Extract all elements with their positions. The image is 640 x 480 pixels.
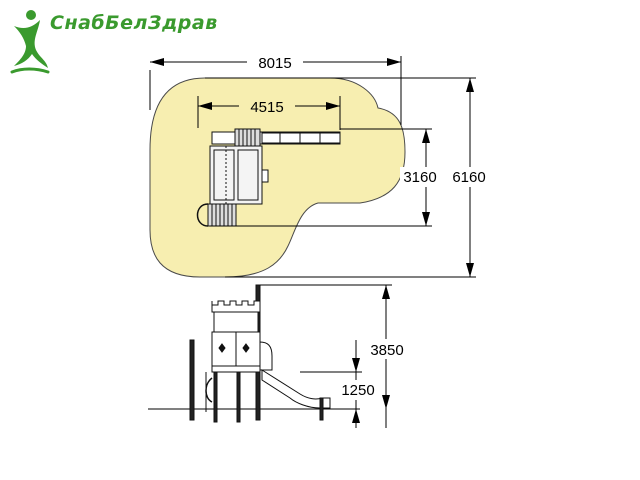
brand-name: СнабБелЗдрав [50, 12, 218, 34]
play-structure-plan [196, 128, 341, 227]
plan-view: 8015 4515 3160 6160 [149, 52, 491, 278]
dimension-inner-depth: 3160 [210, 128, 440, 227]
dimension-inner-width: 4515 [197, 96, 341, 130]
dim-total-height-label: 3850 [370, 342, 403, 359]
dim-inner-width-label: 4515 [250, 99, 283, 116]
dimension-total-width: 8015 [149, 52, 402, 125]
brand-logo: СнабБелЗдрав [4, 4, 234, 84]
play-structure-elevation [189, 284, 331, 423]
dimension-platform-height: 1250 [300, 340, 380, 428]
elevation-view: 3850 1250 [148, 284, 408, 428]
dim-total-depth-label: 6160 [452, 169, 485, 186]
dimension-total-depth: 6160 [205, 77, 491, 278]
dimension-total-height: 3850 [260, 284, 408, 428]
dim-total-width-label: 8015 [258, 55, 291, 72]
running-figure-icon [10, 10, 50, 74]
dim-inner-depth-label: 3160 [403, 169, 436, 186]
dim-platform-height-label: 1250 [341, 382, 374, 399]
safety-zone-area [149, 77, 406, 278]
